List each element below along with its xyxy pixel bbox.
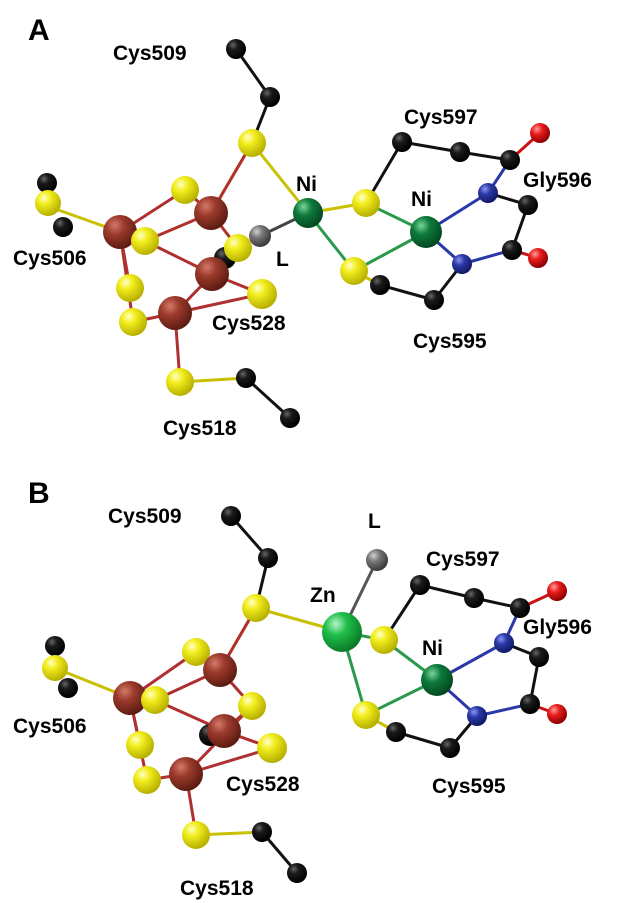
sulfur-atom <box>352 189 380 217</box>
sulfur-atom <box>352 701 380 729</box>
carbon-atom <box>252 822 272 842</box>
carbon-atom <box>260 87 280 107</box>
carbon-atom <box>518 195 538 215</box>
sulfur-atom <box>182 638 210 666</box>
carbon-atom <box>529 647 549 667</box>
carbon-atom <box>45 636 65 656</box>
label-metal1: Zn <box>310 584 336 607</box>
nickel-atom <box>410 216 442 248</box>
sulfur-atom <box>182 821 210 849</box>
carbon-atom <box>500 150 520 170</box>
panel-a: A <box>0 0 623 450</box>
sulfur-atom <box>141 686 169 714</box>
panel-label: B <box>28 477 50 510</box>
carbon-atom <box>386 722 406 742</box>
nitrogen-atom <box>452 254 472 274</box>
sulfur-atom <box>133 766 161 794</box>
label-metal2: Ni <box>411 188 432 211</box>
iron-atom <box>203 653 237 687</box>
iron-atom <box>169 757 203 791</box>
sulfur-atom <box>42 655 68 681</box>
label-cys518: Cys518 <box>180 877 254 900</box>
sulfur-atom <box>35 190 61 216</box>
panel-b: B <box>0 455 623 903</box>
atoms <box>35 39 550 428</box>
carbon-atom <box>392 132 412 152</box>
sulfur-atom <box>119 308 147 336</box>
nitrogen-atom <box>478 183 498 203</box>
sulfur-atom <box>116 274 144 302</box>
sulfur-atom <box>224 234 252 262</box>
sulfur-atom <box>131 227 159 255</box>
label-cys597: Cys597 <box>426 548 500 571</box>
iron-atom <box>103 215 137 249</box>
label-cys518: Cys518 <box>163 417 237 440</box>
nickel-atom <box>293 198 323 228</box>
sulfur-atom <box>370 626 398 654</box>
label-metal1: Ni <box>296 173 317 196</box>
sulfur-atom <box>166 368 194 396</box>
carbon-atom <box>520 694 540 714</box>
atoms <box>42 506 567 883</box>
carbon-atom <box>58 678 78 698</box>
iron-atom <box>207 714 241 748</box>
oxygen-atom <box>528 248 548 268</box>
label-cys506: Cys506 <box>13 715 87 738</box>
label-ligand: L <box>276 248 289 271</box>
sulfur-atom <box>257 733 287 763</box>
label-gly596: Gly596 <box>523 169 592 192</box>
ligand-atom <box>249 225 271 247</box>
carbon-atom <box>450 142 470 162</box>
carbon-atom <box>37 173 57 193</box>
nickel-atom <box>421 664 453 696</box>
sulfur-atom <box>171 176 199 204</box>
label-cys595: Cys595 <box>432 775 506 798</box>
label-cys509: Cys509 <box>113 42 187 65</box>
carbon-atom <box>464 588 484 608</box>
label-cys528: Cys528 <box>226 773 300 796</box>
carbon-atom <box>510 598 530 618</box>
ligand-atom <box>366 549 388 571</box>
panel-label: A <box>28 14 50 47</box>
carbon-atom <box>226 39 246 59</box>
carbon-atom <box>370 275 390 295</box>
zinc-atom <box>322 612 362 652</box>
sulfur-atom <box>247 279 277 309</box>
nitrogen-atom <box>494 633 514 653</box>
label-metal2: Ni <box>422 637 443 660</box>
carbon-atom <box>221 506 241 526</box>
sulfur-atom <box>242 594 270 622</box>
label-cys595: Cys595 <box>413 330 487 353</box>
oxygen-atom <box>547 704 567 724</box>
label-ligand: L <box>368 510 381 533</box>
iron-atom <box>194 196 228 230</box>
label-cys509: Cys509 <box>108 505 182 528</box>
carbon-atom <box>236 368 256 388</box>
carbon-atom <box>53 217 73 237</box>
sulfur-atom <box>340 257 368 285</box>
carbon-atom <box>410 575 430 595</box>
sulfur-atom <box>238 129 266 157</box>
label-cys506: Cys506 <box>13 247 87 270</box>
oxygen-atom <box>547 581 567 601</box>
carbon-atom <box>440 738 460 758</box>
label-cys597: Cys597 <box>404 106 478 129</box>
sulfur-atom <box>126 731 154 759</box>
carbon-atom <box>502 240 522 260</box>
iron-atom <box>113 681 147 715</box>
carbon-atom <box>287 863 307 883</box>
iron-atom <box>195 257 229 291</box>
carbon-atom <box>258 548 278 568</box>
sulfur-atom <box>238 692 266 720</box>
iron-atom <box>158 296 192 330</box>
label-gly596: Gly596 <box>523 616 592 639</box>
label-cys528: Cys528 <box>212 312 286 335</box>
carbon-atom <box>280 408 300 428</box>
oxygen-atom <box>530 123 550 143</box>
panel-b-structure: B <box>13 477 592 900</box>
panel-a-structure: A <box>13 14 592 440</box>
carbon-atom <box>424 290 444 310</box>
nitrogen-atom <box>467 706 487 726</box>
